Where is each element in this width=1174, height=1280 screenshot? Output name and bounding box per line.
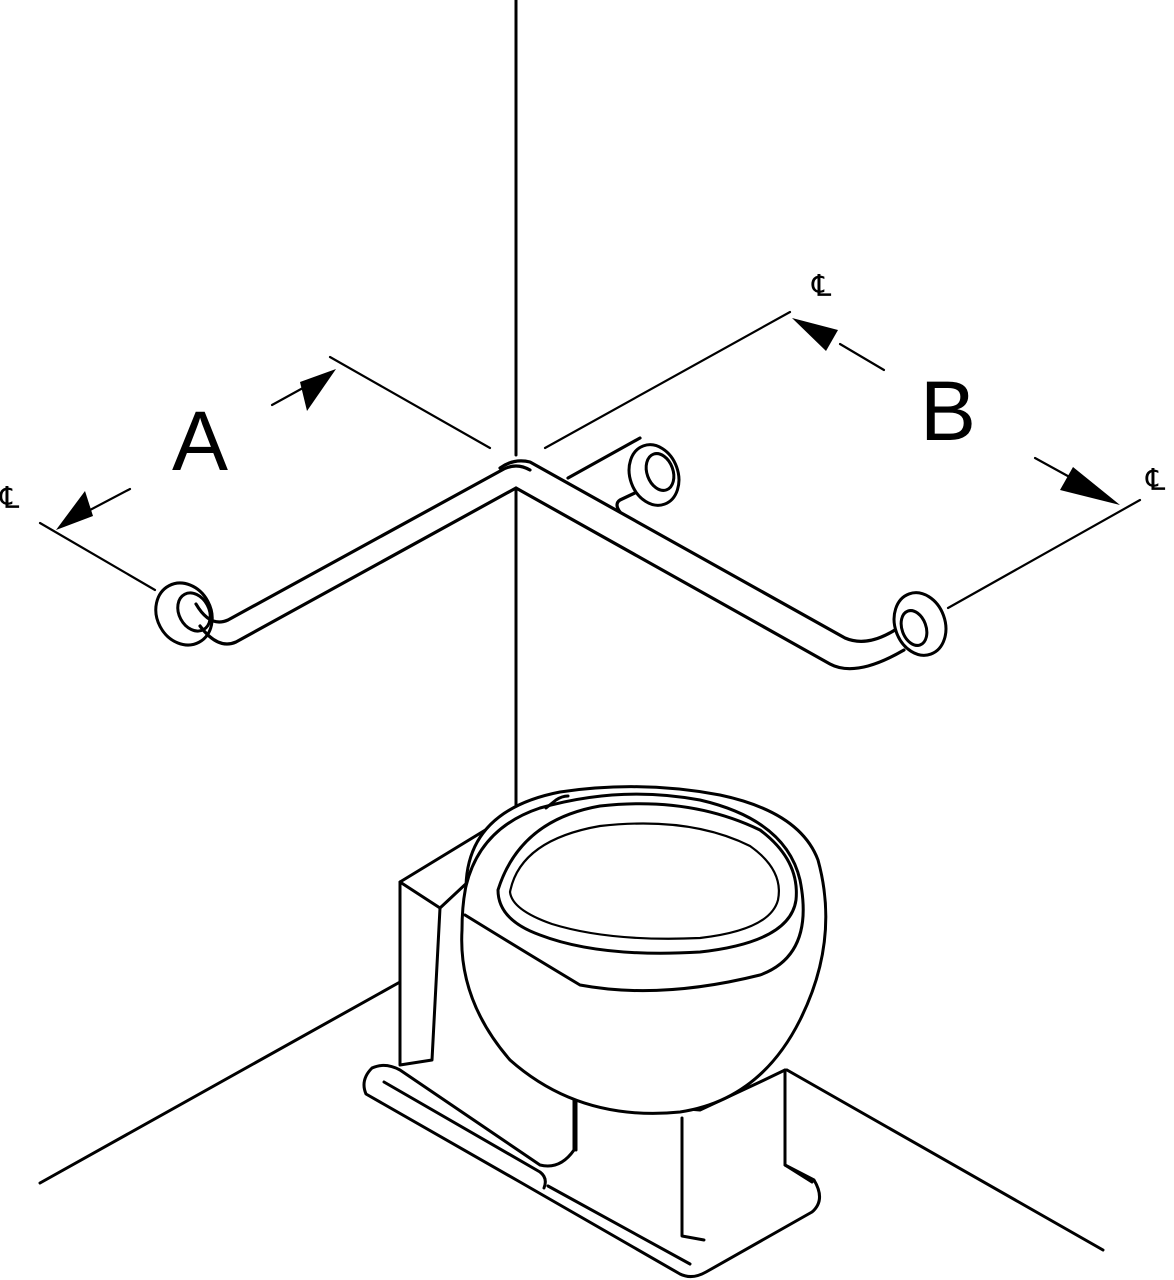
toilet-pedestal-front-edge xyxy=(680,1116,706,1242)
toilet-hinge xyxy=(544,794,570,810)
toilet-carrier-edge xyxy=(398,880,442,910)
grab-bar-stub-upper-edge xyxy=(566,436,642,480)
centerline-symbol-right: ℄ xyxy=(1145,464,1166,497)
grab-bar-left-arm-lower-edge xyxy=(198,486,518,646)
centerline-symbol-left: ℄ xyxy=(0,482,20,515)
centerline-symbol-top: ℄ xyxy=(811,270,832,303)
floor-line-left xyxy=(38,980,402,1185)
grab-bar-right-arm-lower-edge xyxy=(514,486,906,671)
toilet-bowl xyxy=(460,785,828,1115)
dimension-a-arrow-right xyxy=(270,369,336,411)
corner-grab-bar xyxy=(154,436,948,671)
grab-bar-flange-left xyxy=(154,581,214,647)
dimension-b-extension-line-flange xyxy=(946,498,1142,610)
dimension-b-arrow-left xyxy=(792,318,886,372)
room-corner xyxy=(38,0,1105,1252)
dimension-a-label: A xyxy=(172,394,228,488)
dimension-a-arrow-left xyxy=(56,487,132,530)
arrow-shaft xyxy=(88,487,132,512)
toilet-lid-inner xyxy=(508,822,780,940)
toilet-seat-outer xyxy=(463,792,805,993)
toilet-base-edge-front xyxy=(546,1184,692,1266)
toilet xyxy=(362,785,828,1279)
dimension-a-extension-line-corner xyxy=(328,355,492,450)
dimension-b-arrow-right xyxy=(1033,456,1120,505)
dimension-b-extension-line-corner xyxy=(543,310,792,450)
arrow-head xyxy=(56,491,93,530)
dimension-b: B ℄ ℄ xyxy=(543,270,1166,610)
floor-line-right xyxy=(785,1068,1105,1252)
grab-bar-right-arm-upper-edge xyxy=(498,459,900,643)
arrow-shaft xyxy=(838,342,886,372)
dimension-a: A ℄ xyxy=(0,355,492,592)
arrow-head xyxy=(300,369,336,411)
arrow-head xyxy=(792,318,838,351)
grab-bar-stub-lower-edge xyxy=(615,480,660,514)
grab-bar-flange-middle xyxy=(627,443,681,507)
toilet-base xyxy=(362,1063,821,1279)
toilet-pedestal-right-edge xyxy=(783,1068,814,1184)
toilet-lid xyxy=(496,802,798,955)
dimension-b-label: B xyxy=(920,364,976,458)
toilet-base-edge-left xyxy=(382,1080,547,1190)
arrow-head xyxy=(1060,467,1120,505)
grab-bar-left-arm-upper-edge xyxy=(194,464,532,624)
dimension-a-extension-line-flange xyxy=(38,521,157,592)
grab-bar-flange-right xyxy=(892,591,948,657)
